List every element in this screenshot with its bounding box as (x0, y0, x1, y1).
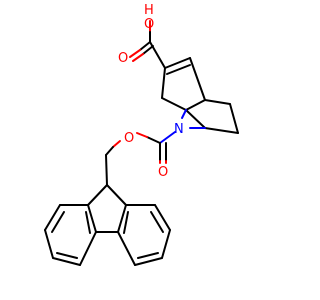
atom-label-bridge-n: N (174, 122, 184, 137)
bond-c-n-a (181, 109, 187, 119)
bond-ring-4 (204, 99, 231, 105)
bond-ring-5 (229, 103, 239, 134)
bond-c-o-double-a (139, 41, 151, 51)
bond-rb-5 (117, 231, 136, 266)
bond-lb-inner-3 (85, 211, 91, 234)
fluorenyl-group (44, 184, 171, 266)
bond-rb-4 (134, 257, 163, 266)
bond-oester-ch2-red (112, 140, 121, 148)
bond-lb-inner-2 (56, 252, 78, 259)
atom-label-hydroxyl-o: O (144, 17, 154, 32)
bond-ring-7 (185, 109, 206, 129)
bond-lb-2 (44, 204, 61, 231)
bond-lb-4 (52, 257, 81, 266)
bond-ring-1 (189, 57, 206, 101)
bond-ring-3 (161, 97, 187, 111)
bond-alkene-b (166, 64, 191, 75)
bond-c-o-double-b-red (132, 53, 144, 62)
bicyclic-core (161, 57, 239, 134)
atom-label-carbamate-carbonyl-o: O (158, 165, 168, 180)
bond-acid-to-ring (149, 41, 166, 69)
bond-c-oester (146, 136, 161, 144)
atom-label-acid-carbonyl-o: O (118, 51, 128, 66)
bond-ch2-fluorenyl (105, 154, 108, 186)
bond-c9-right (106, 184, 127, 206)
carboxylic-acid-group (129, 20, 166, 69)
bond-ring-2 (161, 67, 166, 99)
bond-rb-inner-3 (123, 211, 129, 234)
structure-canvas: H O O N O O (44, 3, 239, 266)
bond-c-oester-red (136, 132, 148, 138)
bond-lb-inner-1 (51, 211, 65, 233)
bond-five-left (87, 204, 97, 233)
bond-five-right (117, 204, 127, 233)
bond-alkene-a (164, 57, 191, 69)
bond-rb-3 (161, 229, 171, 259)
bond-bridgehead (185, 99, 206, 111)
bond-c-o-double-b (142, 45, 154, 55)
bond-rb-2 (154, 204, 171, 231)
atom-labels: H O O N O O (118, 3, 184, 180)
bond-ring-6 (204, 127, 239, 134)
bond-n-c (159, 131, 176, 144)
atom-label-ester-o: O (124, 131, 134, 146)
bond-lb-5 (79, 231, 97, 266)
bond-c9-left (87, 184, 108, 206)
atom-label-hydroxyl-h: H (144, 3, 154, 18)
bond-lb-3 (44, 229, 54, 259)
bond-c-o-double-a-red (129, 49, 141, 58)
carbamate-group (105, 131, 176, 186)
bond-oester-ch2 (105, 146, 114, 156)
bond-rb-inner-1 (150, 211, 164, 233)
bond-rb-inner-2 (137, 252, 159, 259)
